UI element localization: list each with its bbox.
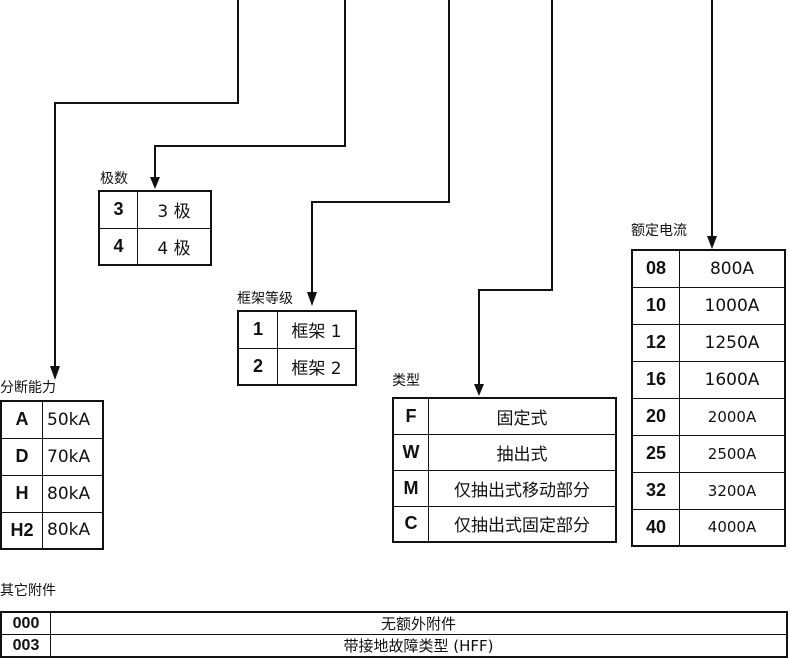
- frame-desc: 框架 1: [277, 310, 357, 349]
- table-row: M 仅抽出式移动部分: [392, 469, 617, 507]
- table-row: 4 4 极: [98, 227, 212, 266]
- table-row: D 70kA: [0, 437, 104, 476]
- connector-breaking: [54, 0, 239, 366]
- connector-frame: [311, 0, 450, 292]
- current-desc: 800A: [679, 249, 786, 288]
- frame-desc: 框架 2: [277, 347, 357, 386]
- current-desc: 3200A: [679, 471, 786, 510]
- poles-code: 4: [98, 227, 138, 266]
- table-row: 3 3 极: [98, 190, 212, 229]
- table-row: 40 4000A: [631, 508, 786, 547]
- current-desc: 1000A: [679, 286, 786, 325]
- current-code: 12: [631, 323, 680, 362]
- current-desc: 1600A: [679, 360, 786, 399]
- accessories-table: 000 无额外附件 003 带接地故障类型 (HFF): [0, 611, 788, 658]
- arrow-poles: [150, 177, 160, 189]
- table-row: 12 1250A: [631, 323, 786, 362]
- current-desc: 2000A: [679, 397, 786, 436]
- breaking-desc: 80kA: [42, 511, 104, 550]
- table-row: 08 800A: [631, 249, 786, 288]
- table-row: 2 框架 2: [237, 347, 357, 386]
- current-code: 32: [631, 471, 680, 510]
- breaking-code: D: [0, 437, 43, 476]
- frame-code: 1: [237, 310, 278, 349]
- table-row: C 仅抽出式固定部分: [392, 505, 617, 543]
- accessory-code: 000: [0, 611, 51, 635]
- poles-label: 极数: [100, 171, 128, 187]
- type-label: 类型: [392, 373, 420, 389]
- table-row: F 固定式: [392, 397, 617, 435]
- frame-table: 1 框架 1 2 框架 2: [237, 310, 357, 386]
- table-row: 10 1000A: [631, 286, 786, 325]
- arrow-current: [707, 236, 717, 249]
- table-row: 1 框架 1: [237, 310, 357, 349]
- type-desc: 仅抽出式移动部分: [428, 469, 617, 507]
- table-row: W 抽出式: [392, 433, 617, 471]
- accessory-code: 003: [0, 634, 51, 658]
- breaking-label: 分断能力: [0, 380, 56, 396]
- table-row: 32 3200A: [631, 471, 786, 510]
- breaking-code: H: [0, 474, 43, 513]
- table-row: 000 无额外附件: [0, 611, 788, 635]
- current-desc: 1250A: [679, 323, 786, 362]
- breaking-table: A 50kA D 70kA H 80kA H2 80kA: [0, 400, 104, 550]
- current-code: 25: [631, 434, 680, 473]
- type-code: F: [392, 397, 429, 435]
- breaking-code: A: [0, 400, 43, 439]
- type-desc: 固定式: [428, 397, 617, 435]
- table-row: 20 2000A: [631, 397, 786, 436]
- table-row: 25 2500A: [631, 434, 786, 473]
- current-code: 10: [631, 286, 680, 325]
- accessory-desc: 无额外附件: [50, 611, 788, 635]
- poles-code: 3: [98, 190, 138, 229]
- frame-label: 框架等级: [237, 291, 293, 307]
- table-row: H 80kA: [0, 474, 104, 513]
- breaking-desc: 50kA: [42, 400, 104, 439]
- table-row: 003 带接地故障类型 (HFF): [0, 634, 788, 658]
- breaking-desc: 70kA: [42, 437, 104, 476]
- current-code: 40: [631, 508, 680, 547]
- poles-desc: 4 极: [137, 227, 212, 266]
- breaking-desc: 80kA: [42, 474, 104, 513]
- table-row: H2 80kA: [0, 511, 104, 550]
- type-desc: 仅抽出式固定部分: [428, 505, 617, 543]
- poles-desc: 3 极: [137, 190, 212, 229]
- current-desc: 4000A: [679, 508, 786, 547]
- current-code: 20: [631, 397, 680, 436]
- arrow-type: [474, 384, 484, 396]
- breaking-code: H2: [0, 511, 43, 550]
- accessories-label: 其它附件: [0, 583, 56, 599]
- arrow-breaking: [50, 366, 60, 380]
- current-label: 额定电流: [631, 223, 687, 239]
- table-row: A 50kA: [0, 400, 104, 439]
- current-code: 16: [631, 360, 680, 399]
- type-desc: 抽出式: [428, 433, 617, 471]
- current-desc: 2500A: [679, 434, 786, 473]
- arrow-frame: [307, 292, 317, 306]
- table-row: 16 1600A: [631, 360, 786, 399]
- current-table: 08 800A 10 1000A 12 1250A 16 1600A 20 20…: [631, 249, 786, 547]
- connector-poles: [154, 0, 346, 177]
- type-code: M: [392, 469, 429, 507]
- type-code: W: [392, 433, 429, 471]
- connector-type: [478, 0, 553, 384]
- accessory-desc: 带接地故障类型 (HFF): [50, 634, 788, 658]
- poles-table: 3 3 极 4 4 极: [98, 190, 212, 266]
- frame-code: 2: [237, 347, 278, 386]
- current-code: 08: [631, 249, 680, 288]
- type-table: F 固定式 W 抽出式 M 仅抽出式移动部分 C 仅抽出式固定部分: [392, 397, 617, 543]
- type-code: C: [392, 505, 429, 543]
